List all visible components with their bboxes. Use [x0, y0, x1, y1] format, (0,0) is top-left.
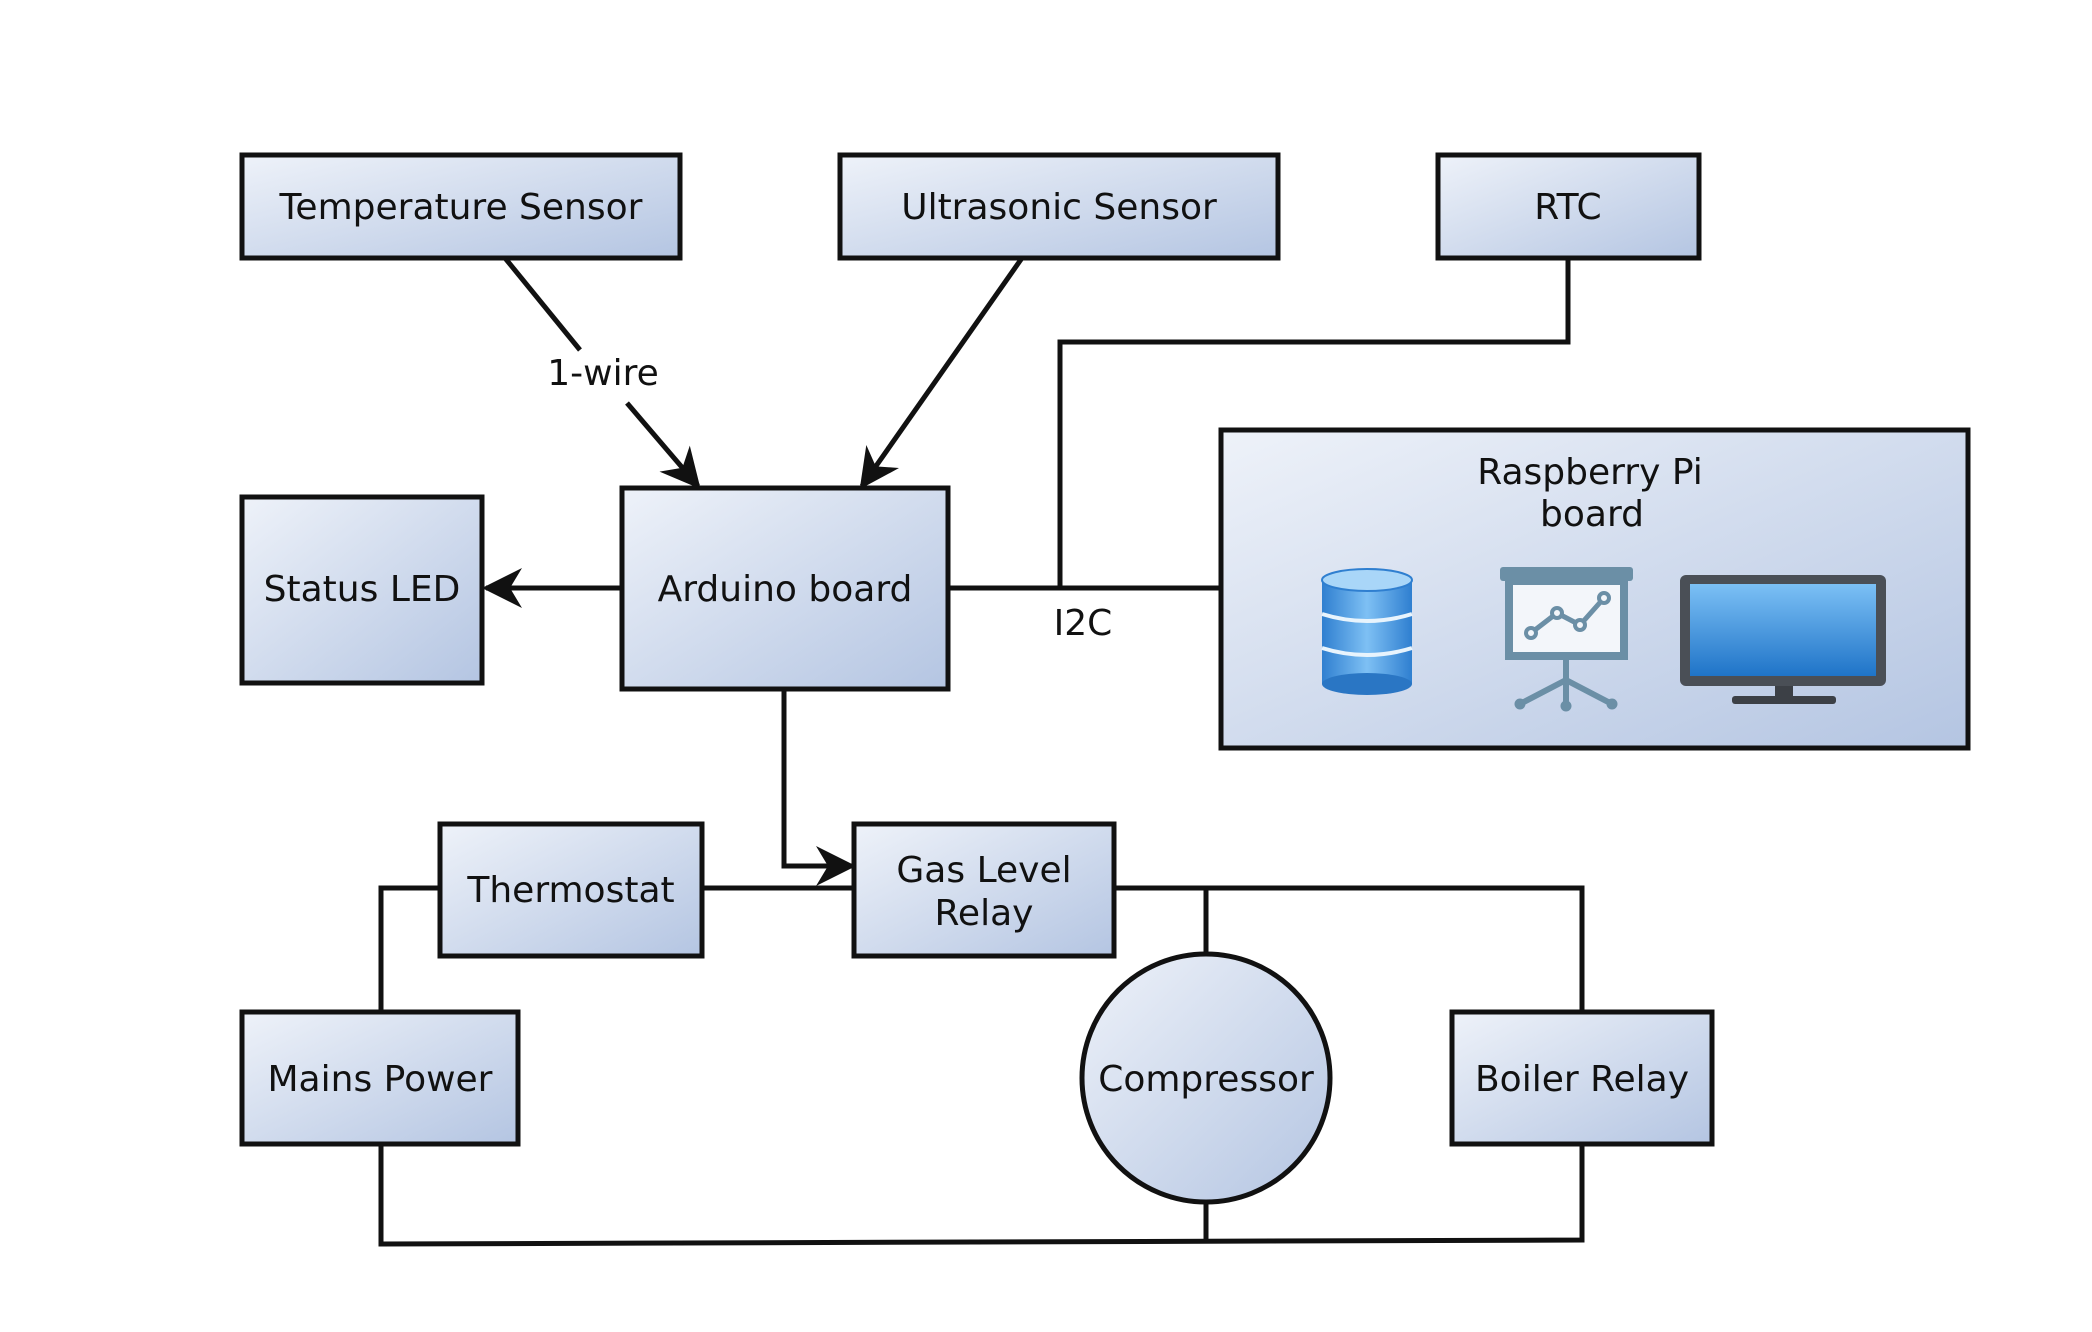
- wire-gas-relay-to-boiler: [1114, 885, 1585, 1012]
- node-mains-power-label: Mains Power: [268, 1059, 493, 1100]
- node-ultrasonic-sensor: Ultrasonic Sensor: [837, 152, 1281, 261]
- node-temperature-sensor: Temperature Sensor: [239, 152, 683, 261]
- edge-label-i2c: I2C: [1054, 603, 1113, 644]
- node-thermostat: Thermostat: [437, 821, 705, 959]
- node-status-led-label: Status LED: [264, 569, 461, 610]
- node-status-led: Status LED: [239, 494, 485, 686]
- node-gas-level-relay-label-line1: Gas Level: [896, 850, 1071, 891]
- node-mains-power: Mains Power: [239, 1009, 521, 1147]
- monitor-icon: [1680, 575, 1886, 704]
- node-compressor: Compressor: [1079, 951, 1333, 1205]
- wire-temperature-to-arduino: [625, 401, 701, 490]
- node-boiler-relay-label: Boiler Relay: [1475, 1059, 1689, 1100]
- node-rtc: RTC: [1435, 152, 1702, 261]
- node-boiler-relay: Boiler Relay: [1449, 1009, 1715, 1147]
- wire-mains-to-thermostat: [378, 885, 440, 1012]
- wire-ultrasonic-to-arduino: [859, 256, 1025, 490]
- wire-arduino-to-gas-relay: [781, 690, 856, 886]
- node-gas-level-relay-label-line2: Relay: [935, 893, 1034, 934]
- node-temperature-sensor-label: Temperature Sensor: [279, 187, 643, 228]
- wire-rtc-to-i2c: [1057, 258, 1571, 588]
- node-raspberry-pi-label-line2: board: [1540, 494, 1644, 535]
- presentation-chart-icon: [1500, 567, 1633, 712]
- node-gas-level-relay: Gas Level Relay: [851, 821, 1117, 959]
- node-compressor-label: Compressor: [1098, 1059, 1314, 1100]
- node-raspberry-pi-label-line1: Raspberry Pi: [1477, 452, 1703, 493]
- database-icon: [1321, 568, 1413, 695]
- wires: [378, 256, 1585, 1247]
- node-arduino-board: Arduino board: [619, 485, 951, 692]
- node-arduino-board-label: Arduino board: [658, 569, 913, 610]
- wire-return-path: [378, 1144, 1585, 1247]
- node-thermostat-label: Thermostat: [466, 870, 674, 911]
- edge-label-1-wire: 1-wire: [547, 353, 659, 394]
- wire-temperature-to-label: [503, 256, 582, 352]
- node-rtc-label: RTC: [1534, 187, 1601, 228]
- node-raspberry-pi-board: Raspberry Pi board: [1218, 427, 1971, 751]
- node-ultrasonic-sensor-label: Ultrasonic Sensor: [901, 187, 1217, 228]
